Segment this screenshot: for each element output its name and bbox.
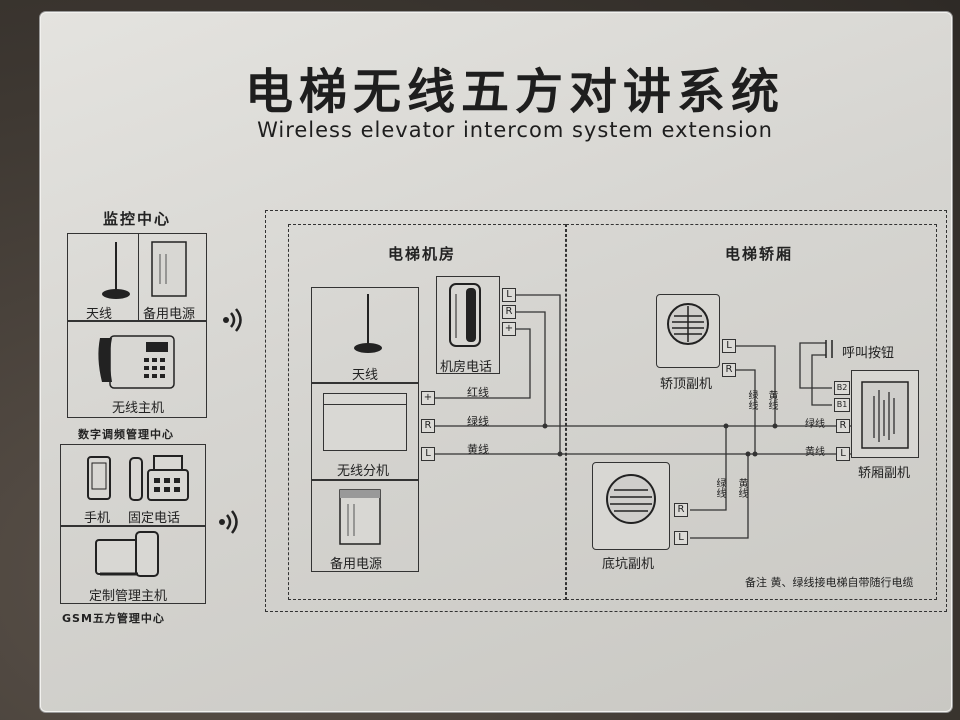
mobile-phone-label: 手机 — [84, 511, 111, 526]
car-unit-panel-icon — [861, 381, 909, 449]
wireless-host-icon — [98, 335, 175, 389]
monitoring-bottom-box — [67, 321, 207, 418]
car-unit-terminal-r: R — [836, 419, 850, 433]
splitter-box — [311, 383, 419, 480]
car-yellow-wire-label: 黄线 — [805, 447, 825, 458]
pit-unit-label: 底坑副机 — [602, 557, 655, 572]
wireless-host-label: 无线主机 — [112, 401, 165, 416]
machine-phone-label: 机房电话 — [440, 360, 493, 375]
call-button-label: 呼叫按钮 — [842, 346, 895, 361]
backup-power-icon — [339, 489, 381, 545]
splitter-device-top — [323, 393, 407, 405]
green-wire-label: 绿线 — [467, 415, 489, 428]
car-green-wire-label: 绿线 — [805, 419, 825, 430]
wireless-signal-icon — [219, 510, 238, 534]
gsm-center-header: GSM五方管理中心 — [62, 612, 165, 625]
splitter-terminal-r: R — [421, 419, 435, 433]
machine-room-frame — [288, 224, 566, 600]
speaker-icon — [667, 303, 709, 345]
yellow-wire-label: 黄线 — [467, 443, 489, 456]
pit-green-wire-label: 绿线 — [714, 478, 725, 498]
splitter-terminal-l: L — [421, 447, 435, 461]
digital-top-box — [60, 444, 206, 526]
pit-unit-terminal-l: L — [674, 531, 688, 545]
antenna-label: 天线 — [86, 307, 113, 322]
wireless-signal-icon — [223, 308, 242, 332]
antenna-icon — [102, 242, 130, 299]
monitoring-divider — [138, 233, 207, 321]
footnote: 备注 黄、绿线接电梯自带随行电缆 — [745, 576, 914, 589]
phone-terminal-plus: + — [502, 322, 516, 336]
top-unit-terminal-r: R — [722, 363, 736, 377]
elevator-car-frame — [566, 224, 937, 600]
fixed-phone-icon — [129, 455, 189, 501]
antenna-icon — [354, 294, 382, 353]
management-host-icon — [95, 531, 159, 577]
intercom-phone-icon — [449, 283, 481, 347]
car-top-unit-label: 轿顶副机 — [660, 377, 713, 392]
red-wire-label: 红线 — [467, 386, 489, 399]
phone-terminal-r: R — [502, 305, 516, 319]
top-yellow-wire-label: 黄线 — [766, 390, 777, 410]
pit-yellow-wire-label: 黄线 — [736, 478, 747, 498]
digital-bottom-box — [60, 526, 206, 604]
machine-power-box — [311, 480, 419, 572]
elevator-car-header: 电梯轿厢 — [725, 245, 794, 263]
machine-antenna-box — [311, 287, 419, 383]
car-unit-terminal-l: L — [836, 447, 850, 461]
mobile-phone-icon — [87, 456, 111, 500]
machine-phone-box — [436, 276, 500, 374]
splitter-label: 无线分机 — [337, 464, 390, 479]
car-unit-label: 轿厢副机 — [858, 466, 911, 481]
top-unit-terminal-l: L — [722, 339, 736, 353]
backup-power-label: 备用电源 — [143, 307, 196, 322]
backup-power-icon — [151, 241, 187, 297]
car-unit-terminal-b1: B1 — [834, 398, 850, 412]
pit-unit-terminal-r: R — [674, 503, 688, 517]
car-unit-terminal-b2: B2 — [834, 381, 850, 395]
management-host-label: 定制管理主机 — [89, 589, 168, 604]
machine-antenna-label: 天线 — [352, 368, 379, 383]
digital-center-header: 数字调频管理中心 — [78, 428, 174, 441]
machine-room-header: 电梯机房 — [388, 245, 457, 263]
top-green-wire-label: 绿线 — [746, 390, 757, 410]
machine-power-label: 备用电源 — [330, 557, 383, 572]
splitter-terminal-plus: + — [421, 391, 435, 405]
monitoring-center-header: 监控中心 — [103, 210, 172, 228]
fixed-phone-label: 固定电话 — [128, 511, 181, 526]
phone-terminal-l: L — [502, 288, 516, 302]
page-title: 电梯无线五方对讲系统 — [244, 64, 785, 120]
speaker-icon — [606, 474, 656, 524]
system-outer-frame — [265, 210, 947, 612]
page-subtitle: Wireless elevator intercom system extens… — [257, 118, 773, 142]
